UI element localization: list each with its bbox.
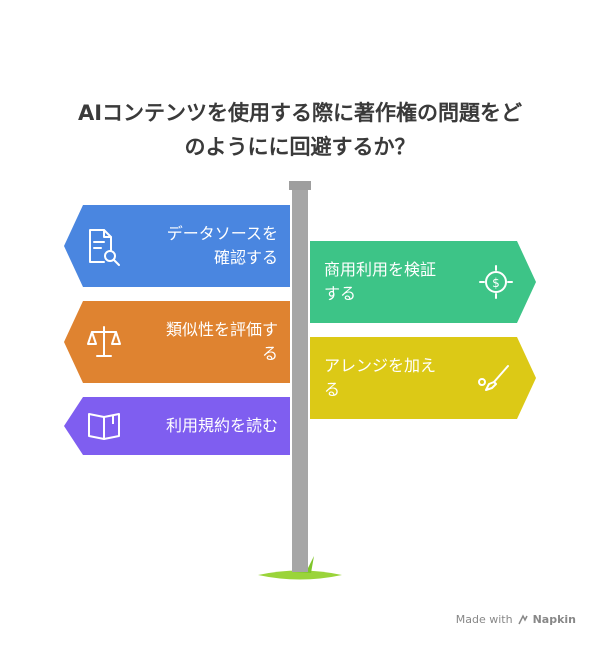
napkin-logo-icon <box>517 613 528 624</box>
sign-commercial-use <box>310 241 536 323</box>
sign-text-commercial-use: 商用利用を検証 する <box>324 260 437 303</box>
sign-similarity <box>64 301 290 383</box>
sign-arrange <box>310 337 536 419</box>
paintbrush-icon <box>478 365 509 391</box>
grass-base <box>258 570 342 580</box>
svg-text:$: $ <box>492 276 500 290</box>
napkin-watermark: Made with Napkin <box>456 613 576 626</box>
sign-data-source <box>64 205 290 287</box>
made-with-label: Made with <box>455 613 513 626</box>
document-search-icon <box>89 229 120 266</box>
page-title: AIコンテンツを使用する際に著作権の問題をど のようにに回避するか？ <box>40 96 560 164</box>
napkin-brand: Napkin <box>532 613 576 626</box>
sign-terms <box>64 397 290 455</box>
scales-icon <box>87 326 121 357</box>
sign-text-arrange: アレンジを加え る <box>324 356 437 399</box>
book-icon <box>88 413 120 440</box>
title-line-1: AIコンテンツを使用する際に著作権の問題をど <box>77 101 523 125</box>
sign-text-terms: 利用規約を読む <box>165 416 278 435</box>
sign-text-similarity: 類似性を評価す る <box>165 320 278 363</box>
sign-text-data-source: データソースを 確認する <box>166 224 278 267</box>
signpost-pole-cap <box>289 181 311 190</box>
signpost-pole <box>292 190 308 572</box>
title-line-2: のようにに回避するか？ <box>184 135 416 159</box>
dollar-target-icon: $ <box>479 265 513 299</box>
